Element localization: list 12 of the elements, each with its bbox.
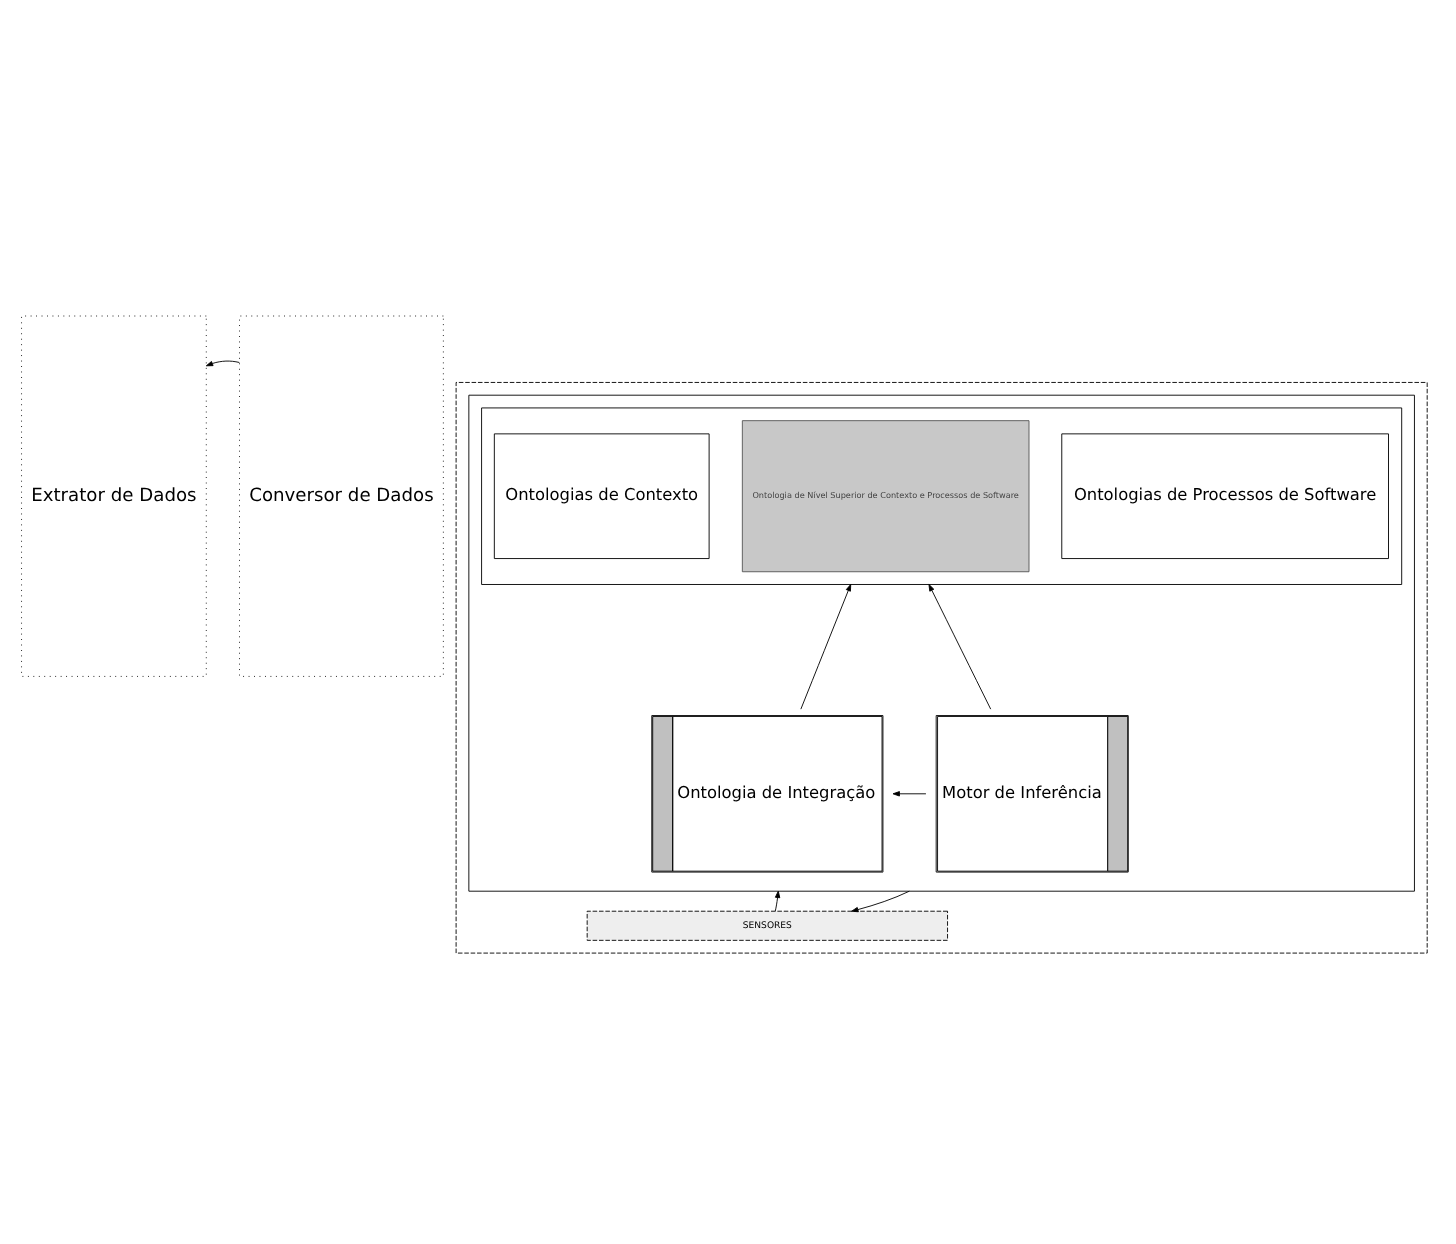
node-box: Extrator de Dados xyxy=(21,314,207,676)
arrow xyxy=(892,790,927,796)
cluster xyxy=(455,381,1428,953)
arrow xyxy=(205,359,240,366)
node-box: Ontologias de Processos de Software xyxy=(1061,432,1389,558)
cluster xyxy=(481,406,1403,584)
cluster xyxy=(468,393,1415,891)
arrow xyxy=(800,583,852,709)
arrow xyxy=(928,583,992,709)
node-box: Conversor de Dados xyxy=(239,314,444,676)
node-box: Ontologias de Contexto xyxy=(493,432,710,558)
arrow xyxy=(774,889,781,911)
